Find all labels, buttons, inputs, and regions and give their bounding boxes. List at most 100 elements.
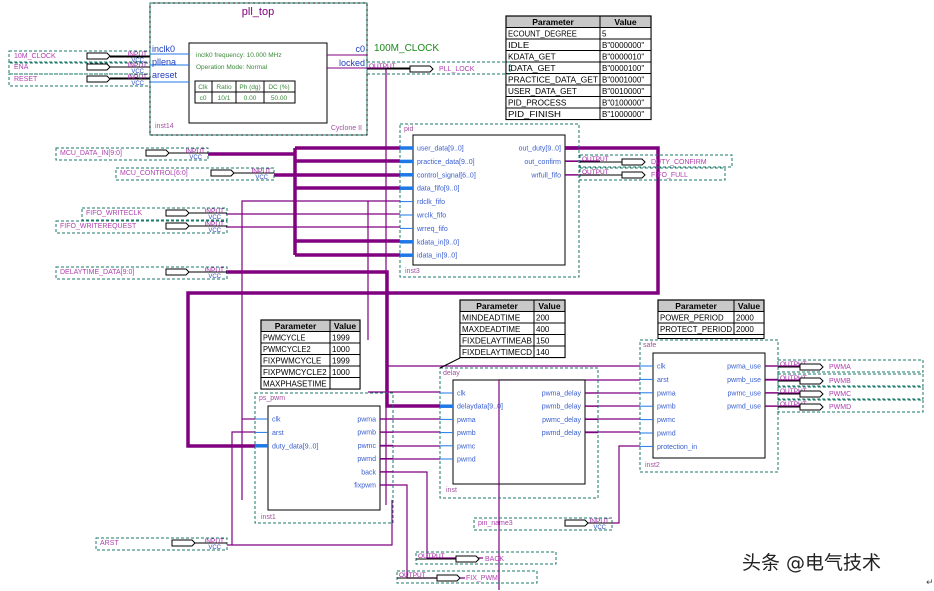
pin-name: DELAYTIME_DATA[9:0] — [60, 269, 134, 276]
input-port-label: pwma — [457, 417, 476, 424]
input-pin-arrow-icon — [145, 149, 170, 157]
output-port-label: out_duty[9..0] — [519, 146, 561, 153]
clk-table-header: Ratio — [216, 84, 232, 91]
output-port-label: pwma — [357, 417, 376, 424]
pll-port-inclk0: inclk0 — [152, 44, 175, 54]
pll-info-mode: Operation Mode: Normal — [196, 64, 268, 71]
input-port-label: data_fifo[9..0] — [417, 186, 459, 193]
input-port-label: arst — [657, 377, 669, 384]
pin-frame — [366, 61, 511, 75]
param-name: MINDEADTIME — [462, 314, 520, 323]
clk-table-cell: 10/1 — [218, 95, 231, 102]
pin-name: ENA — [14, 64, 29, 71]
safe-instance-label: inst2 — [645, 462, 660, 469]
pid-title: pid — [404, 126, 413, 133]
pin-type: INPUT — [205, 538, 225, 545]
param-name: PID_FINISH — [508, 110, 561, 119]
pin-name: PWMB — [829, 378, 851, 385]
pin-type: INPUT — [128, 74, 148, 81]
pid-instance-label: inst3 — [405, 268, 420, 275]
param-value: 200 — [536, 314, 550, 323]
pin-frame — [396, 570, 538, 584]
pin-type: INPUT — [205, 208, 225, 215]
clk-table-cell: 0.00 — [244, 95, 257, 102]
pin-name: MCU_DATA_IN[9:0] — [60, 150, 122, 157]
param-value: 5 — [602, 30, 607, 39]
output-port-label: pwmd_delay — [542, 430, 582, 437]
pin-frame — [55, 220, 228, 234]
safe-block[interactable]: safe clkarstpwmapwmbpwmcpwmdprotection_i… — [639, 339, 779, 473]
clk-table-header: Clk — [198, 84, 208, 91]
param-header: Value — [614, 17, 636, 27]
wire — [241, 200, 400, 500]
param-name: FIXPWMCYCLE2 — [263, 368, 327, 377]
output-port-label: pwma_use — [727, 364, 761, 371]
pll-top-block[interactable]: pll_top inclk0 frequency: 10.000 MHz Ope… — [149, 2, 368, 136]
safe-title: safe — [643, 342, 656, 349]
param-name: IDLE — [508, 41, 529, 50]
output-port-label: pwmd_use — [727, 404, 761, 411]
output-pin-arrow-icon — [455, 555, 480, 563]
output-pin-arrow-icon — [799, 363, 824, 371]
param-value: B"0001000" — [602, 76, 644, 85]
output-port-label: pwmb_delay — [542, 404, 582, 411]
pll-port-c0: c0 — [355, 44, 365, 54]
pin-default: VCC — [208, 545, 221, 551]
param-name: ECOUNT_DEGREE — [508, 30, 577, 39]
param-header: Parameter — [675, 301, 717, 311]
param-header: Parameter — [275, 321, 317, 331]
wire — [227, 500, 393, 546]
pin-type: OUTPUT — [780, 388, 807, 395]
input-port-label: arst — [272, 430, 284, 437]
param-value: 2000 — [736, 325, 754, 334]
input-port-label: pwmc — [657, 417, 676, 424]
pin-frame — [579, 167, 726, 181]
input-pin-arrow-icon — [564, 519, 589, 527]
pin-type: INPUT — [128, 51, 148, 58]
pin-name: BACK — [485, 556, 504, 563]
param-name: FIXDELAYTIMECD — [462, 348, 532, 357]
output-pin-arrow-icon — [621, 171, 646, 179]
pin-default: VCC — [208, 215, 221, 221]
pin-frame — [8, 73, 151, 87]
bus-delaytime — [226, 270, 440, 408]
delay-block[interactable]: delay clkdelaydata[9..0]pwmapwmbpwmcpwmd… — [439, 367, 599, 499]
output-port-label: wrfull_fifo — [530, 172, 561, 179]
param-name: PWMCYCLE — [263, 334, 305, 343]
pid-block[interactable]: pid user_data[9..0]practice_data[9..0]co… — [399, 123, 580, 278]
pin-type: OUTPUT — [399, 572, 426, 579]
pin-type: INPUT — [590, 518, 610, 525]
pin-type: INPUT — [252, 168, 272, 175]
input-port-label: rdclk_fifo — [417, 199, 445, 206]
input-pin-arrow-icon — [86, 63, 111, 71]
pin-default: VCC — [131, 69, 144, 75]
input-pin-arrow-icon — [165, 222, 190, 230]
pll-port-locked: locked — [339, 58, 365, 68]
safe-body — [652, 352, 766, 459]
param-name: PROTECT_PERIOD — [660, 325, 732, 334]
param-name: IDATA_GET — [508, 64, 556, 73]
